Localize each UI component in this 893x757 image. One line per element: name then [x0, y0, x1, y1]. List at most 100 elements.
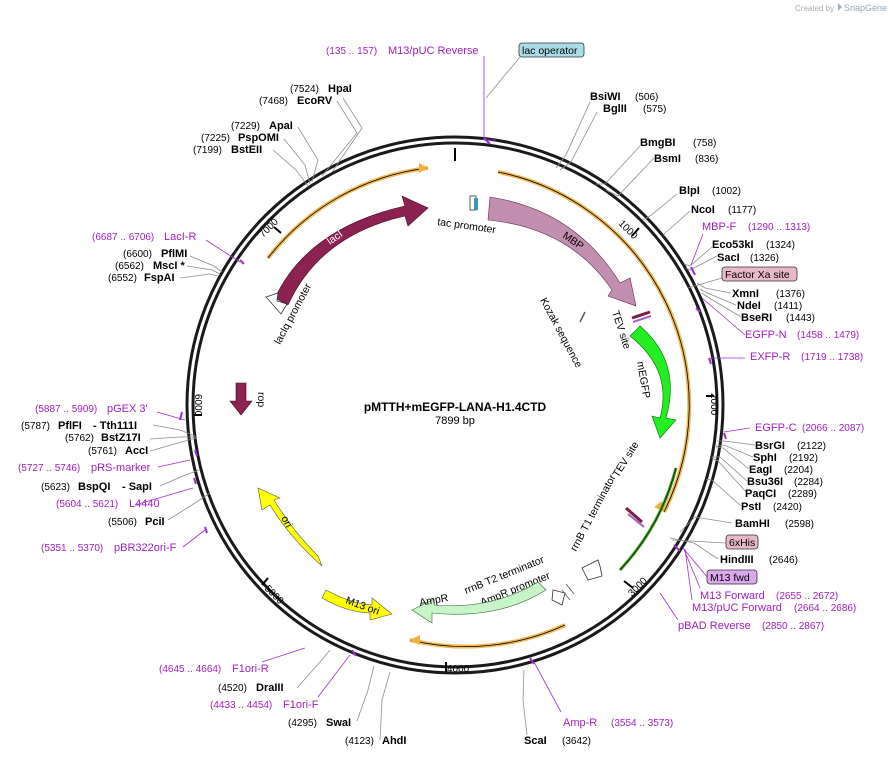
enzyme-fspai[interactable]: FspAI: [144, 272, 175, 284]
enzyme-ahdi-pos: (4123): [345, 736, 374, 747]
his-tag[interactable]: [725, 534, 759, 550]
enzyme-swai[interactable]: SwaI: [326, 717, 351, 729]
primer-exfp-r[interactable]: EXFP-R: [750, 351, 790, 363]
enzyme-pflmi[interactable]: PflMI: [161, 248, 187, 260]
enzyme-sphi[interactable]: SphI: [753, 452, 777, 464]
primer-f1ori-r-pos: (4645 .. 4664): [159, 664, 221, 675]
enzyme-scai[interactable]: ScaI: [524, 735, 547, 747]
primer-leader-lines: [134, 56, 751, 713]
enzyme-bsteii[interactable]: BstEII: [231, 144, 262, 156]
enzyme-bsmi[interactable]: BsmI: [654, 153, 681, 165]
enzyme-hpaI-pos: (7524): [290, 84, 319, 95]
enzyme-eagi[interactable]: EagI: [749, 464, 772, 476]
enzyme-xmni[interactable]: XmnI: [732, 288, 759, 300]
enzyme-pspomi[interactable]: PspOMI: [238, 132, 279, 144]
tev-site-1-mark: [631, 310, 652, 323]
enzyme-sapi[interactable]: - SapI: [122, 481, 152, 493]
rop-label: rop: [255, 392, 267, 407]
enzyme-saci-pos: (1326): [750, 253, 779, 264]
enzyme-bglii[interactable]: BglII: [603, 103, 627, 115]
primer-egfp-n[interactable]: EGFP-N: [745, 329, 787, 341]
enzyme-ahdi[interactable]: AhdI: [382, 735, 406, 747]
his-tag-label: 6xHis: [729, 537, 755, 549]
enzyme-bmgbi[interactable]: BmgBI: [640, 137, 675, 149]
m13-fwd-tag[interactable]: [706, 569, 758, 585]
enzyme-xmni-pos: (1376): [776, 289, 805, 300]
factor-xa-tag-label: Factor Xa site: [725, 269, 790, 281]
enzyme-bseri[interactable]: BseRI: [741, 312, 772, 324]
primer-prs-marker[interactable]: pRS-marker: [91, 462, 151, 474]
lac-operator-leader: [485, 56, 521, 99]
primer-mbp-f[interactable]: MBP-F: [702, 221, 737, 233]
tev-site-1-label: TEV site: [609, 309, 633, 351]
enzyme-eco53ki[interactable]: Eco53kI: [712, 239, 754, 251]
rop-arrow[interactable]: [229, 382, 253, 416]
lac-operator-mark: [474, 198, 478, 210]
lac-operator-tag[interactable]: [518, 42, 585, 58]
enzyme-bamhi[interactable]: BamHI: [735, 518, 770, 530]
lacI-arrow[interactable]: [274, 195, 429, 306]
enzyme-bamhi-pos: (2598): [785, 519, 814, 530]
enzyme-bsiwi[interactable]: BsiWI: [590, 91, 621, 103]
enzyme-pflfi[interactable]: PflFI: [58, 420, 82, 432]
enzyme-apaI[interactable]: ApaI: [269, 120, 293, 132]
rrnB-T1-arrow[interactable]: [581, 559, 603, 581]
MBP-arrow[interactable]: [487, 196, 637, 307]
enzyme-ndei[interactable]: NdeI: [737, 300, 761, 312]
his-tag-leader: [671, 539, 727, 544]
primer-pbad-reverse[interactable]: pBAD Reverse: [678, 620, 751, 632]
enzyme-bsu36i[interactable]: Bsu36I: [747, 476, 783, 488]
primer-pgex3[interactable]: pGEX 3': [107, 403, 148, 415]
enzyme-swai-pos: (4295): [288, 718, 317, 729]
primer-f1ori-f[interactable]: F1ori-F: [283, 699, 319, 711]
ori-arrow[interactable]: [257, 487, 323, 567]
primer-f1ori-r[interactable]: F1ori-R: [232, 663, 269, 675]
ctd-region-arc: [618, 467, 678, 572]
lacIq-promoter-arrow[interactable]: [265, 292, 288, 315]
primer-pbr322ori-f[interactable]: pBR322ori-F: [114, 542, 177, 554]
primer-m13puc-reverse[interactable]: M13/pUC Reverse: [388, 45, 478, 57]
enzyme-bspqi[interactable]: BspQI: [78, 481, 110, 493]
primer-amp-r[interactable]: Amp-R: [563, 717, 597, 729]
enzyme-scai-pos: (3642): [562, 736, 591, 747]
primer-egfp-c[interactable]: EGFP-C: [755, 422, 797, 434]
enzyme-draiii[interactable]: DraIII: [256, 682, 284, 694]
rrnB-T2-mark: [561, 583, 575, 601]
enzyme-bseri-pos: (1443): [786, 313, 815, 324]
primer-laci-r-pos: (6687 .. 6706): [92, 232, 154, 243]
enzyme-paqci[interactable]: PaqCI: [745, 488, 776, 500]
credit-brand: SnapGene: [844, 3, 887, 13]
enzyme-ecorv[interactable]: EcoRV: [297, 95, 333, 107]
enzyme-tth111i[interactable]: - Tth111I: [93, 420, 137, 432]
enzyme-saci[interactable]: SacI: [717, 252, 740, 264]
primer-laci-r[interactable]: LacI-R: [164, 231, 196, 243]
ampR-promoter-arrow[interactable]: [551, 589, 566, 606]
enzyme-pcii[interactable]: PciI: [145, 516, 165, 528]
enzyme-ncoi-pos: (1177): [728, 205, 756, 216]
primer-l4440[interactable]: L4440: [129, 498, 160, 510]
enzyme-ncoi[interactable]: NcoI: [691, 204, 715, 216]
tev-site-2-mark: [625, 506, 645, 528]
tick-label-2000: 2000: [708, 393, 719, 416]
factor-xa-tag[interactable]: [721, 266, 798, 282]
enzyme-bsrgi[interactable]: BsrGI: [755, 440, 785, 452]
tick-label-3000: 3000: [626, 575, 650, 599]
mEGFP-arrow[interactable]: [629, 325, 677, 439]
enzyme-hpaI[interactable]: HpaI: [328, 83, 352, 95]
enzyme-psti[interactable]: PstI: [741, 501, 761, 513]
enzyme-msci[interactable]: MscI *: [153, 260, 186, 272]
plasmid-length: 7899 bp: [435, 415, 475, 427]
M13-ori-arrow[interactable]: [321, 589, 393, 621]
AmpR-arrow[interactable]: [411, 581, 547, 624]
enzyme-hindiii[interactable]: HindIII: [720, 554, 754, 566]
primer-m13puc-forward[interactable]: M13/pUC Forward: [692, 602, 782, 614]
enzyme-bstz17i[interactable]: BstZ17I: [101, 432, 141, 444]
enzyme-blpi[interactable]: BlpI: [679, 185, 700, 197]
enzyme-eagi-pos: (2204): [784, 465, 813, 476]
primer-pbad-reverse-pos: (2850 .. 2867): [762, 621, 824, 632]
primer-prs-marker-pos: (5727 .. 5746): [18, 463, 80, 474]
primer-m13-forward[interactable]: M13 Forward: [700, 590, 765, 602]
enzyme-ecorv-pos: (7468): [259, 96, 288, 107]
enzyme-acci[interactable]: AccI: [125, 445, 148, 457]
